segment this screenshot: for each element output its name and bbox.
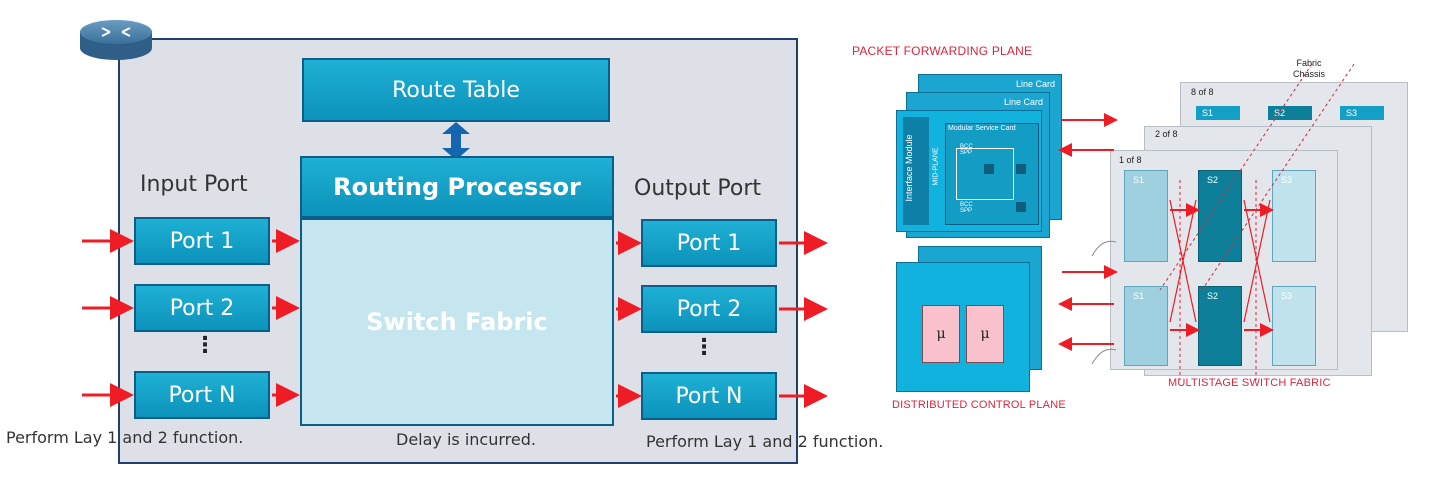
fabric-chassis-label: Fabric Chassis bbox=[1292, 58, 1325, 79]
interface-module-strip bbox=[903, 117, 929, 225]
stage-s3-bottom-label: S3 bbox=[1281, 291, 1293, 301]
mid-plane-label: MID-PLANE bbox=[932, 147, 940, 186]
stage-s1-top-label: S1 bbox=[1133, 175, 1145, 185]
modular-service-card-label: Modular Service Card bbox=[948, 125, 1016, 132]
fabric-wiring bbox=[1058, 63, 1355, 380]
input-port-2-label: Port 2 bbox=[169, 295, 235, 321]
stage-s1-bottom: S1 bbox=[1124, 286, 1168, 366]
switch-fabric-box: Switch Fabric bbox=[300, 218, 614, 426]
input-port-1-label: Port 1 bbox=[169, 228, 235, 254]
stage-s1-back: S1 bbox=[1196, 106, 1240, 120]
input-port-2: Port 2 bbox=[134, 284, 270, 332]
stage-s1-bottom-label: S1 bbox=[1133, 291, 1145, 301]
chassis-label-1: 1 of 8 bbox=[1119, 155, 1142, 165]
bcc-spp-1-label: BCC SPP bbox=[960, 144, 973, 156]
output-port-2: Port 2 bbox=[641, 285, 777, 333]
mu-processor-1: μ bbox=[922, 305, 960, 363]
line-card-back-label: Line Card bbox=[1015, 79, 1055, 89]
packet-forwarding-plane-title: PACKET FORWARDING PLANE bbox=[852, 44, 1033, 58]
interface-module-label: Interface Module bbox=[904, 134, 914, 202]
routing-processor-box: Routing Processor bbox=[300, 156, 614, 218]
caption-output: Perform Lay 1 and 2 function. bbox=[646, 432, 884, 451]
chip-3 bbox=[1016, 202, 1026, 212]
stage-s3-top-label: S3 bbox=[1281, 175, 1293, 185]
stage-s2-bottom-label: S2 bbox=[1207, 291, 1219, 301]
input-port-1: Port 1 bbox=[134, 217, 270, 265]
route-table-box: Route Table bbox=[302, 58, 610, 122]
output-port-n-label: Port N bbox=[675, 383, 743, 409]
control-card-face bbox=[896, 262, 1030, 392]
stage-s2-top-label: S2 bbox=[1207, 175, 1219, 185]
stage-s3-back: S3 bbox=[1340, 106, 1384, 120]
chassis-label-2: 2 of 8 bbox=[1155, 129, 1178, 139]
mu-processor-2: μ bbox=[966, 305, 1004, 363]
input-port-n-label: Port N bbox=[168, 382, 236, 408]
input-port-heading: Input Port bbox=[140, 172, 248, 197]
chip-2 bbox=[1016, 164, 1026, 174]
bcc-spp-2-label: BCC SPP bbox=[960, 202, 973, 214]
line-card-front-label: Line Card bbox=[1003, 97, 1043, 107]
output-port-n: Port N bbox=[641, 372, 777, 420]
input-port-n: Port N bbox=[134, 371, 270, 419]
output-port-1-label: Port 1 bbox=[676, 230, 742, 256]
stage-s3-top: S3 bbox=[1272, 170, 1316, 262]
stage-s2-back: S2 bbox=[1268, 106, 1312, 120]
distributed-control-plane-title: DISTRIBUTED CONTROL PLANE bbox=[892, 399, 1066, 411]
service-card-circuit bbox=[956, 148, 1014, 200]
switch-fabric-label: Switch Fabric bbox=[366, 308, 548, 336]
stage-s1-top: S1 bbox=[1124, 170, 1168, 262]
output-port-1: Port 1 bbox=[641, 219, 777, 267]
router-icon bbox=[80, 20, 152, 60]
line-card-face: Interface Module MID-PLANE Modular Servi… bbox=[896, 110, 1042, 232]
output-port-2-label: Port 2 bbox=[676, 296, 742, 322]
caption-input: Perform Lay 1 and 2 function. bbox=[6, 428, 244, 447]
modular-service-card: Modular Service Card BCC SPP BCC SPP bbox=[945, 123, 1039, 225]
caption-fabric: Delay is incurred. bbox=[396, 430, 536, 449]
bidirectional-arrow-icon bbox=[442, 122, 470, 160]
routing-processor-label: Routing Processor bbox=[333, 173, 581, 201]
port-arrows bbox=[82, 229, 828, 408]
stage-s2-bottom: S2 bbox=[1198, 286, 1242, 366]
chassis-label-8: 8 of 8 bbox=[1191, 87, 1214, 97]
chip-1 bbox=[984, 164, 994, 174]
route-table-label: Route Table bbox=[392, 77, 520, 103]
stage-s2-top: S2 bbox=[1198, 170, 1242, 262]
multistage-switch-fabric-title: MULTISTAGE SWITCH FABRIC bbox=[1168, 377, 1331, 389]
output-port-heading: Output Port bbox=[634, 176, 762, 201]
